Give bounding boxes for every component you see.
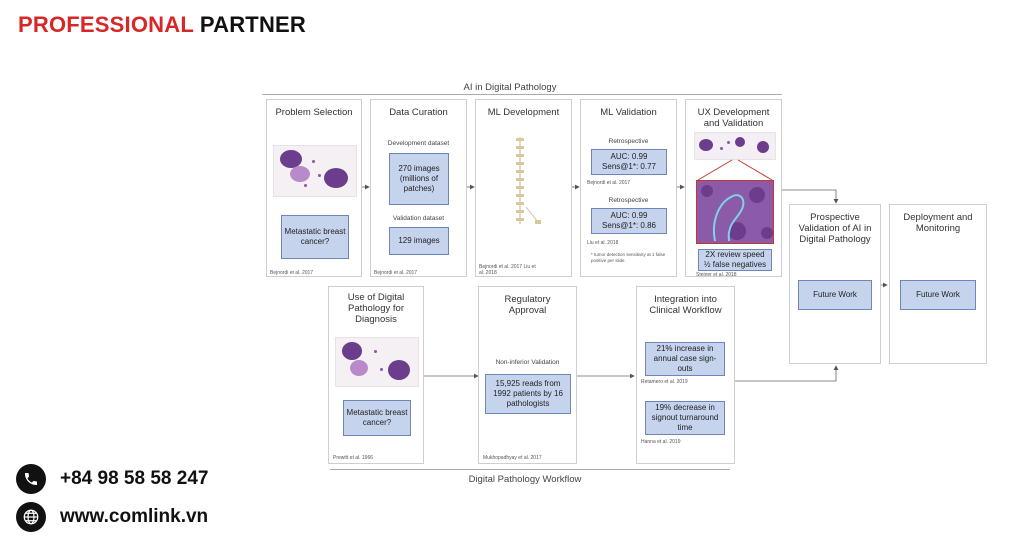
panel-title: ML Development [487,107,560,118]
metrics-box-2: AUC: 0.99 Sens@1*: 0.86 [591,208,667,234]
panel-data-curation: Data Curation Development dataset 270 im… [370,99,467,277]
citation: Bejnordi et al. 2017 [270,270,314,276]
top-divider [262,94,782,95]
panel-ml-validation: ML Validation Retrospective AUC: 0.99 Se… [580,99,677,277]
integration-box-2: 19% decrease in signout turnaround time [645,401,725,435]
dev-dataset-box: 270 images (millions of patches) [389,153,449,205]
integration-box-1: 21% increase in annual case sign-outs [645,342,725,376]
citation: Steiner et al. 2018 [696,272,737,278]
panel-title: Problem Selection [275,107,353,118]
panel-ml-development: ML Development Bejnordi et al. 2017 Liu … [475,99,572,277]
panel-title: Data Curation [389,107,448,118]
footnote: * tumor detection sensitivity at 1 false… [591,252,666,263]
regulatory-box: 15,925 reads from 1992 patients by 16 pa… [485,374,571,414]
brand-word-partner: PARTNER [199,12,306,37]
panel-title: UX Development and Validation [697,107,770,129]
problem-box: Metastatic breast cancer? [281,215,349,259]
zoom-indicator [697,159,773,181]
brand-word-professional: PROFESSIONAL [18,12,194,37]
citation: Bejnordi et al. 2017 Liu et al. 2018 [479,264,536,276]
tissue-slide-image [273,145,357,197]
citation: Mukhopadhyay et al. 2017 [483,455,542,461]
panel-title: Regulatory Approval [504,294,551,316]
ux-result-box: 2X review speed ½ false negatives [698,249,772,271]
website-url[interactable]: www.comlink.vn [60,506,209,527]
tissue-slide-image [335,337,419,387]
diagram-top-label: AI in Digital Pathology [463,82,557,93]
panel-deployment-monitoring: Deployment and Monitoring Future Work [889,204,987,364]
panel-problem-selection: Problem Selection Metastatic breast canc… [266,99,362,277]
network-architecture-icon [516,137,541,224]
retrospective-label-2: Retrospective [608,197,649,204]
bottom-divider [330,469,730,470]
panel-ux-development: UX Development and Validation 2X review … [685,99,782,278]
website-contact[interactable]: www.comlink.vn [16,502,208,532]
phone-icon [16,464,46,494]
panel-title: Deployment and Monitoring [903,212,973,234]
panel-use-of-digital-pathology: Use of Digital Pathology for Diagnosis M… [328,286,424,464]
panel-title: Prospective Validation of AI in Digital … [798,212,872,245]
phone-number[interactable]: +84 98 58 58 247 [60,468,209,489]
brand-title: PROFESSIONAL PARTNER [18,12,306,38]
panel-title: Integration into Clinical Workflow [649,294,722,316]
val-dataset-box: 129 images [389,227,449,255]
future-work-box: Future Work [900,280,976,310]
val-dataset-label: Validation dataset [392,215,445,222]
globe-icon [16,502,46,532]
panel-regulatory-approval: Regulatory Approval Non-inferior Validat… [478,286,577,464]
non-inferior-label: Non-inferior Validation [495,359,560,366]
citation-2: Liu et al. 2018 [587,240,619,246]
citation: Bejnordi et al. 2017 [374,270,418,276]
panel-prospective-validation: Prospective Validation of AI in Digital … [789,204,881,364]
panel-title: Use of Digital Pathology for Diagnosis [347,292,405,325]
panel-title: ML Validation [600,107,657,118]
future-work-box: Future Work [798,280,872,310]
retrospective-label-1: Retrospective [608,138,649,145]
citation-1: Retamero et al. 2019 [641,379,688,385]
diagram-bottom-label: Digital Pathology Workflow [468,474,582,485]
use-of-dp-box: Metastatic breast cancer? [343,400,411,436]
panel-integration-clinical-workflow: Integration into Clinical Workflow 21% i… [636,286,735,464]
citation-1: Bejnordi et al. 2017 [587,180,631,186]
phone-contact[interactable]: +84 98 58 58 247 [16,464,208,494]
citation-2: Hanna et al. 2019 [641,439,681,445]
zoomed-tissue-image [696,180,774,244]
dev-dataset-label: Development dataset [387,140,450,147]
metrics-box-1: AUC: 0.99 Sens@1*: 0.77 [591,149,667,175]
citation: Prewitt et al. 1966 [333,455,374,461]
slide-thumbnail-image [694,132,776,160]
